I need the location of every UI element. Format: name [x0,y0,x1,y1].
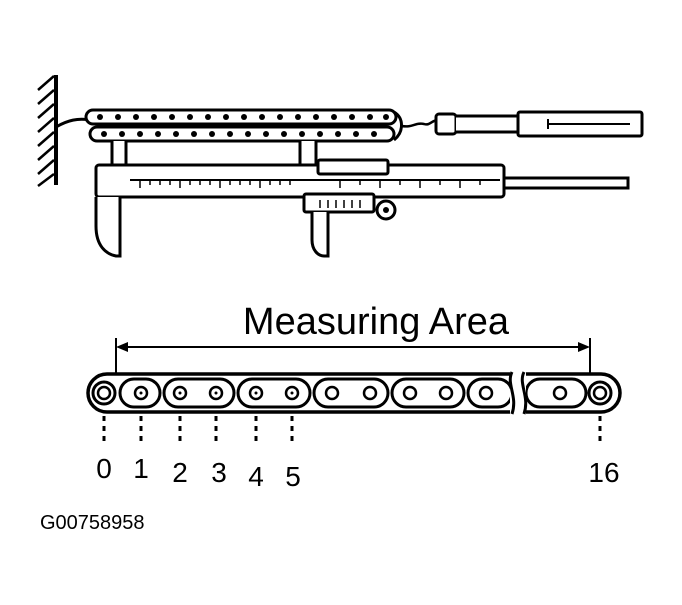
vernier-caliper [94,141,630,258]
spring-scale [401,110,644,138]
wall-anchor [37,75,91,187]
chain-lower-strand [88,110,403,143]
pin-label: 2 [172,457,188,488]
chain-straight [86,370,622,416]
figure-code: G00758958 [40,512,145,534]
pin-label: 5 [285,461,301,492]
chain-break-mark [508,370,528,416]
pin-label: 0 [96,453,112,484]
pin-label: 1 [133,453,149,484]
pin-number-labels: 0 1 2 3 4 5 16 [96,453,619,492]
chain-upper-strand [84,108,398,126]
caliper-measurement-illustration [37,75,644,258]
measuring-area-heading: Measuring Area [243,301,510,343]
pin-label: 4 [248,461,264,492]
pin-label: 16 [588,457,619,488]
chain-end-pin [91,380,613,406]
pin-leader-lines [102,416,602,446]
pin-label: 3 [211,457,227,488]
